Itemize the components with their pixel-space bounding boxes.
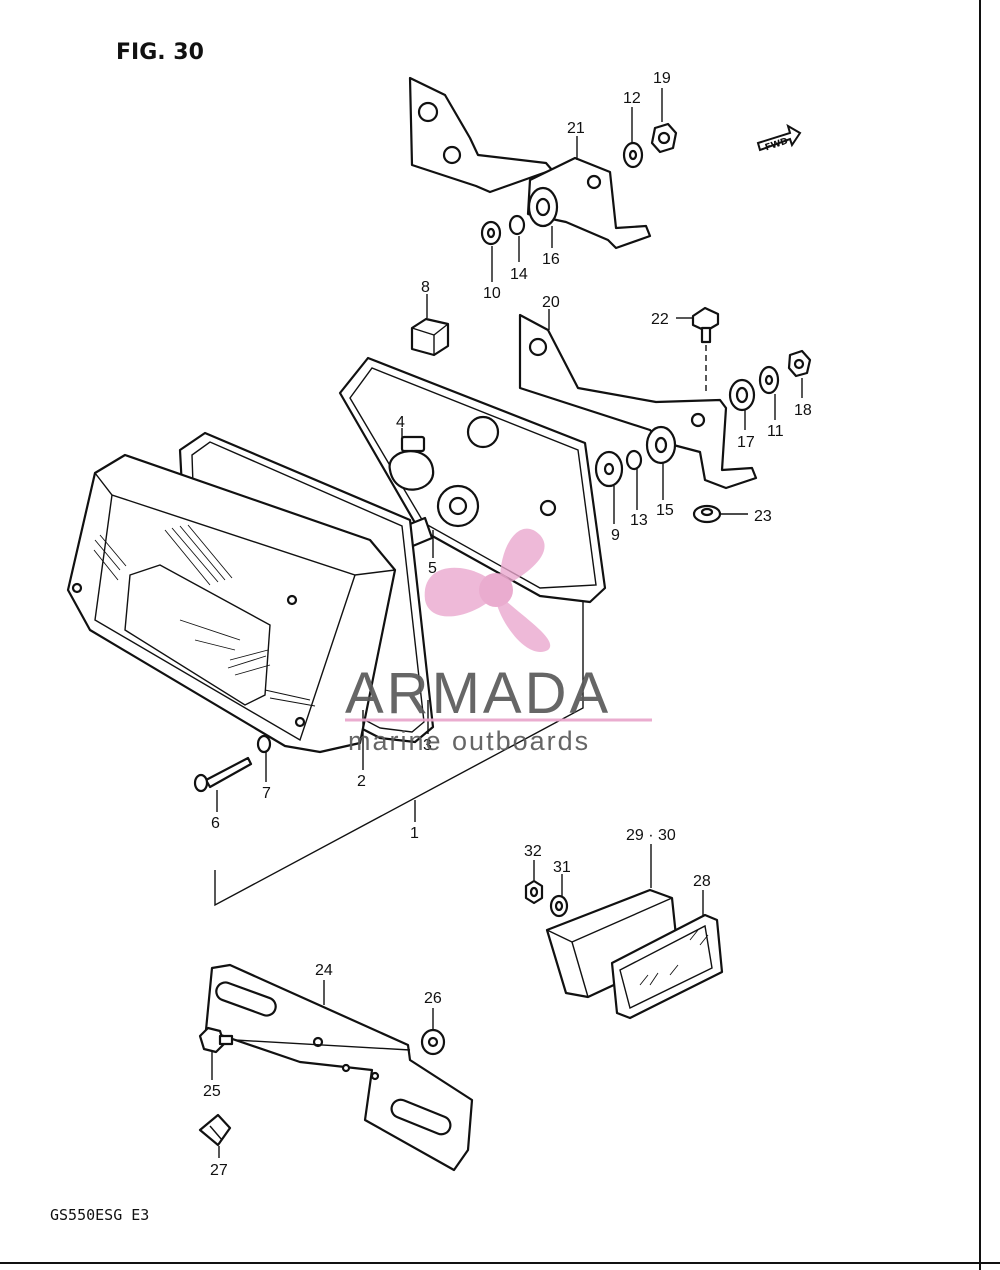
callout-29-30: 29 · 30 (626, 827, 676, 844)
reflector-lens-28 (610, 913, 724, 1020)
figure-title: FIG. 30 (116, 40, 204, 65)
callout-22: 22 (651, 311, 669, 328)
grommet-23 (692, 504, 722, 524)
callout-2: 2 (357, 773, 366, 790)
callout-3: 3 (423, 737, 432, 754)
bulb-4 (388, 435, 435, 491)
callout-19: 19 (653, 70, 671, 87)
fwd-arrow-icon: FWD (756, 123, 802, 153)
watermark-brand: ARMADA (345, 661, 611, 726)
washer-7 (256, 734, 272, 754)
side-bracket-assembly (518, 306, 812, 524)
callout-6: 6 (211, 815, 220, 832)
leader-lines (211, 88, 803, 1158)
bolt-22 (691, 306, 720, 395)
callout-24: 24 (315, 962, 333, 979)
callout-9: 9 (611, 527, 620, 544)
callout-1: 1 (410, 825, 419, 842)
callout-5: 5 (428, 560, 437, 577)
callout-14: 14 (510, 266, 528, 283)
callout-26: 26 (424, 990, 442, 1007)
callout-16: 16 (542, 251, 560, 268)
bracket-plate-upper (408, 76, 554, 194)
lens-texture (93, 524, 316, 707)
bolt-25 (198, 1026, 234, 1054)
callout-20: 20 (542, 294, 560, 311)
watermark: ARMADA marine outboards (345, 528, 652, 756)
watermark-tagline: marine outboards (348, 726, 590, 756)
screw-6 (193, 756, 253, 793)
collar-13 (625, 449, 643, 471)
callout-21: 21 (567, 120, 585, 137)
tail-light-housing (66, 317, 607, 754)
reflector-assembly (524, 879, 724, 1020)
callout-8: 8 (421, 279, 430, 296)
upper-bracket-assembly (408, 76, 678, 250)
callout-27: 27 (210, 1162, 228, 1179)
callout-10: 10 (483, 285, 501, 302)
collar-14 (508, 214, 526, 236)
callout-12: 12 (623, 90, 641, 107)
callout-25: 25 (203, 1083, 221, 1100)
propeller-logo-icon (424, 528, 551, 652)
callout-32: 32 (524, 843, 542, 860)
callout-31: 31 (553, 859, 571, 876)
pad-8 (410, 317, 450, 357)
callout-28: 28 (693, 873, 711, 890)
callout-18: 18 (794, 402, 812, 419)
callout-labels: 1 2 3 4 5 6 7 8 9 10 11 12 13 14 15 16 1… (203, 70, 812, 1179)
model-code: GS550ESG E3 (50, 1206, 149, 1224)
nut-26 (420, 1028, 446, 1056)
assembly-bracket-line (214, 602, 584, 907)
callout-11: 11 (767, 423, 784, 440)
license-bracket-assembly (198, 963, 474, 1172)
callout-4: 4 (396, 414, 405, 431)
clip-27 (198, 1113, 232, 1147)
callout-15: 15 (656, 502, 674, 519)
callout-7: 7 (262, 785, 271, 802)
callout-17: 17 (737, 434, 755, 451)
callout-13: 13 (630, 512, 648, 529)
callout-23: 23 (754, 508, 772, 525)
